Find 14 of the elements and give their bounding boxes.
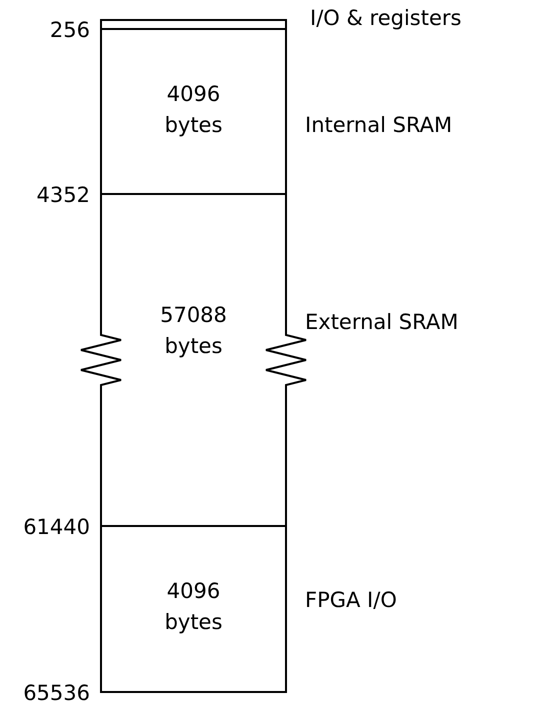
- region-size: 4096 bytes: [164, 80, 224, 138]
- region-size: 57088 bytes: [159, 302, 228, 360]
- memory-region: [100, 19, 287, 30]
- region-size: 4096 bytes: [164, 578, 224, 636]
- address-label: 4352: [36, 182, 90, 208]
- address-label: 65536: [22, 680, 90, 706]
- region-name: External SRAM: [305, 309, 458, 335]
- memory-region: [100, 30, 287, 195]
- region-name: I/O & registers: [310, 5, 462, 31]
- address-label: 256: [48, 17, 90, 43]
- memory-region: [100, 527, 287, 693]
- region-name: FPGA I/O: [305, 587, 397, 613]
- region-name: Internal SRAM: [305, 112, 452, 138]
- address-label: 61440: [22, 514, 90, 540]
